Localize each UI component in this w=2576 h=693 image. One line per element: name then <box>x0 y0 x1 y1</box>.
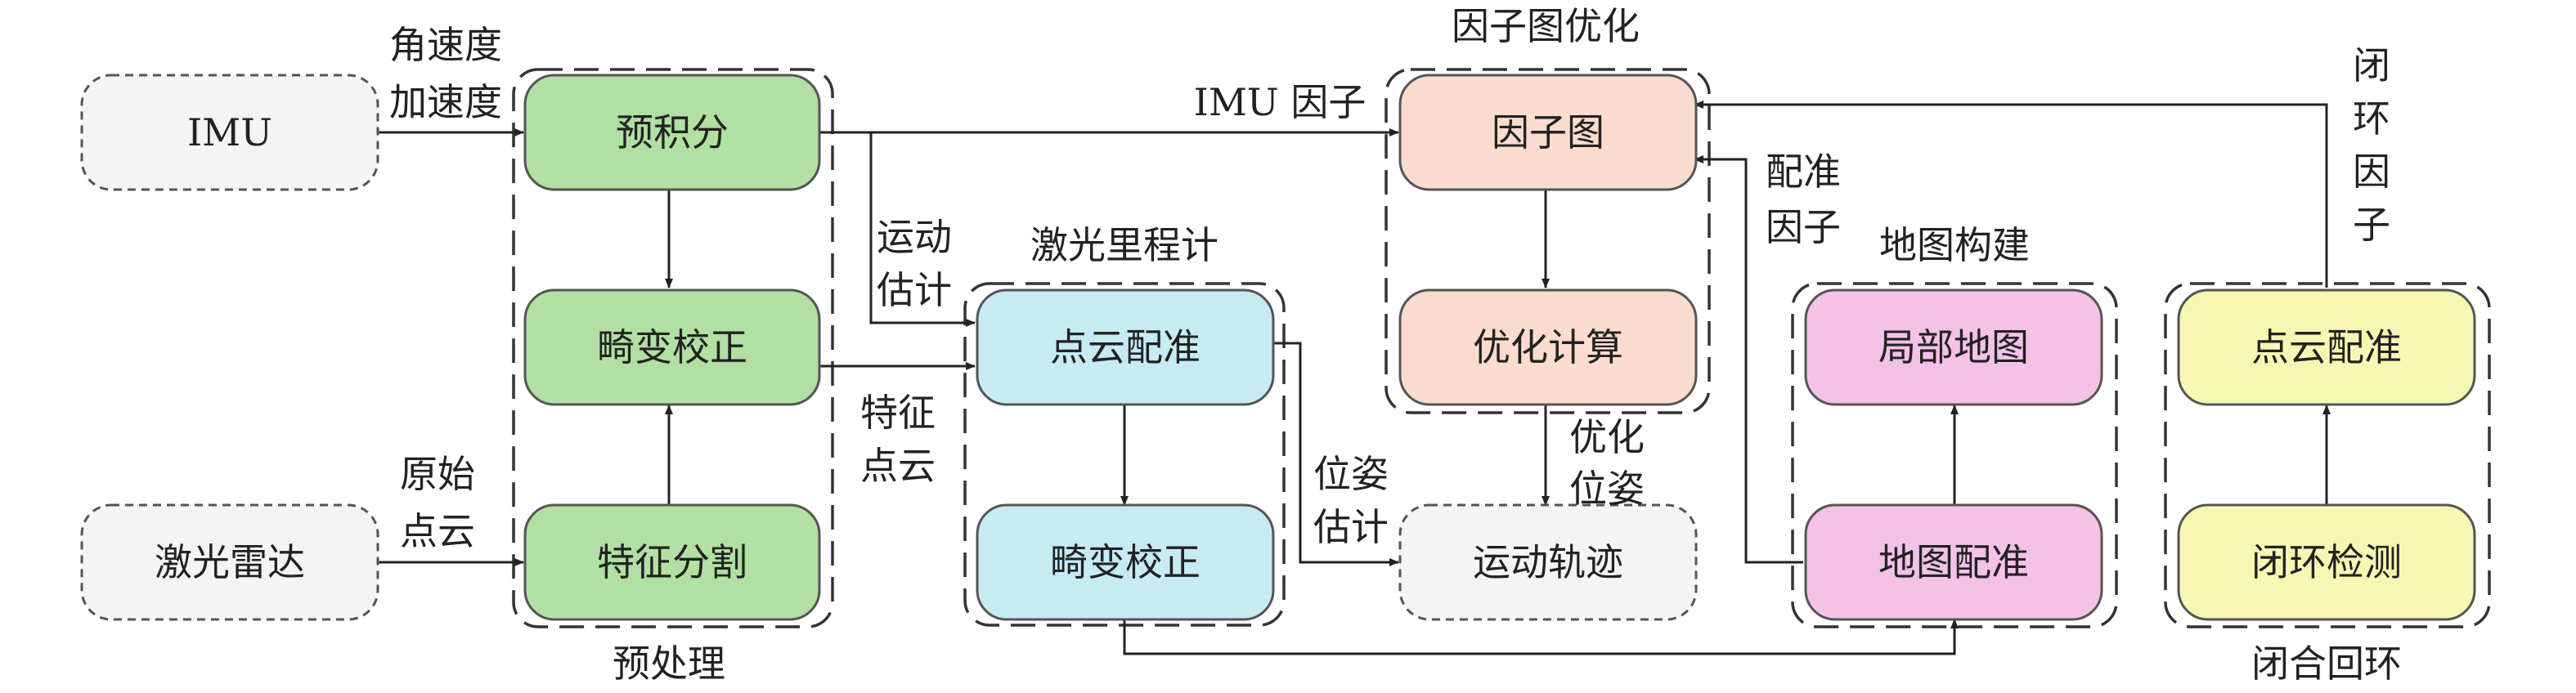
edge-label-match: 配准 <box>1766 150 1841 194</box>
svg-text:畸变校正: 畸变校正 <box>597 325 747 369</box>
edge-label-pose: 位姿 <box>1313 452 1389 496</box>
edge-label-imu-factor: IMU 因子 <box>1194 80 1367 124</box>
edge-preint-to-scanmatch <box>869 132 976 327</box>
edge-label-loop-4: 子 <box>2353 203 2390 247</box>
node-imu: IMU <box>80 74 379 191</box>
node-lidar: 激光雷达 <box>80 503 379 621</box>
svg-text:闭环检测: 闭环检测 <box>2251 540 2402 584</box>
svg-text:局部地图: 局部地图 <box>1878 325 2029 369</box>
group-label-mapping: 地图构建 <box>1879 223 2030 267</box>
edge-label-cloud: 点云 <box>400 509 475 553</box>
svg-text:激光雷达: 激光雷达 <box>155 540 305 584</box>
node-scan-matching: 点云配准 <box>976 288 1275 406</box>
edge-loopmatch-to-factorgraph <box>1694 101 2328 288</box>
svg-text:IMU: IMU <box>187 110 272 154</box>
group-preprocess-frame <box>512 68 834 628</box>
edge-scanmatch-to-trajectory <box>1272 342 1399 566</box>
svg-text:因子图: 因子图 <box>1492 110 1604 154</box>
edge-label-optimized-pose: 位姿 <box>1569 467 1645 511</box>
edge-deskew-to-mapmatch <box>1123 619 1959 655</box>
node-deskew-odometry: 畸变校正 <box>976 503 1275 621</box>
edge-label-pose-estimate: 估计 <box>1313 505 1389 549</box>
edge-mapmatch-to-factorgraph <box>1694 155 1803 564</box>
node-loop-detection: 闭环检测 <box>2177 503 2476 621</box>
edge-label-loop-1: 闭 <box>2353 43 2390 87</box>
svg-text:点云配准: 点云配准 <box>1050 325 1200 369</box>
edge-label-motion: 运动 <box>877 215 952 259</box>
group-label-factor-opt: 因子图优化 <box>1452 4 1640 48</box>
edge-label-feature-cloud: 点云 <box>860 444 936 488</box>
edge-label-angular-velocity: 角速度 <box>389 23 502 67</box>
group-label-lidar-odometry: 激光里程计 <box>1030 223 1218 267</box>
node-trajectory: 运动轨迹 <box>1398 503 1698 621</box>
group-label-loop-closure: 闭合回环 <box>2251 642 2402 686</box>
node-local-map: 局部地图 <box>1804 288 2103 406</box>
svg-text:特征分割: 特征分割 <box>597 540 747 584</box>
node-feature-segmentation: 特征分割 <box>523 503 821 621</box>
edge-label-estimate: 估计 <box>877 268 952 312</box>
group-label-preprocess: 预处理 <box>613 642 725 686</box>
svg-text:畸变校正: 畸变校正 <box>1050 540 1200 584</box>
node-loop-scan-matching: 点云配准 <box>2177 288 2476 406</box>
svg-text:地图配准: 地图配准 <box>1878 540 2029 584</box>
svg-text:运动轨迹: 运动轨迹 <box>1473 540 1623 584</box>
edge-label-loop-2: 环 <box>2353 96 2390 141</box>
edge-label-loop-3: 因 <box>2353 150 2390 194</box>
node-map-matching: 地图配准 <box>1804 503 2103 621</box>
edge-label-raw: 原始 <box>400 452 475 496</box>
node-factor-graph: 因子图 <box>1398 74 1698 191</box>
node-preintegration: 预积分 <box>523 74 821 191</box>
node-deskew-preprocess: 畸变校正 <box>523 288 821 406</box>
edge-label-match-factor: 因子 <box>1766 205 1841 249</box>
edge-label-optimized: 优化 <box>1569 415 1645 459</box>
svg-text:优化计算: 优化计算 <box>1473 325 1623 369</box>
edge-label-feature: 特征 <box>860 391 936 435</box>
edge-label-acceleration: 加速度 <box>389 80 502 124</box>
svg-text:点云配准: 点云配准 <box>2251 325 2402 369</box>
node-optimization: 优化计算 <box>1398 288 1698 406</box>
svg-text:预积分: 预积分 <box>616 110 729 154</box>
